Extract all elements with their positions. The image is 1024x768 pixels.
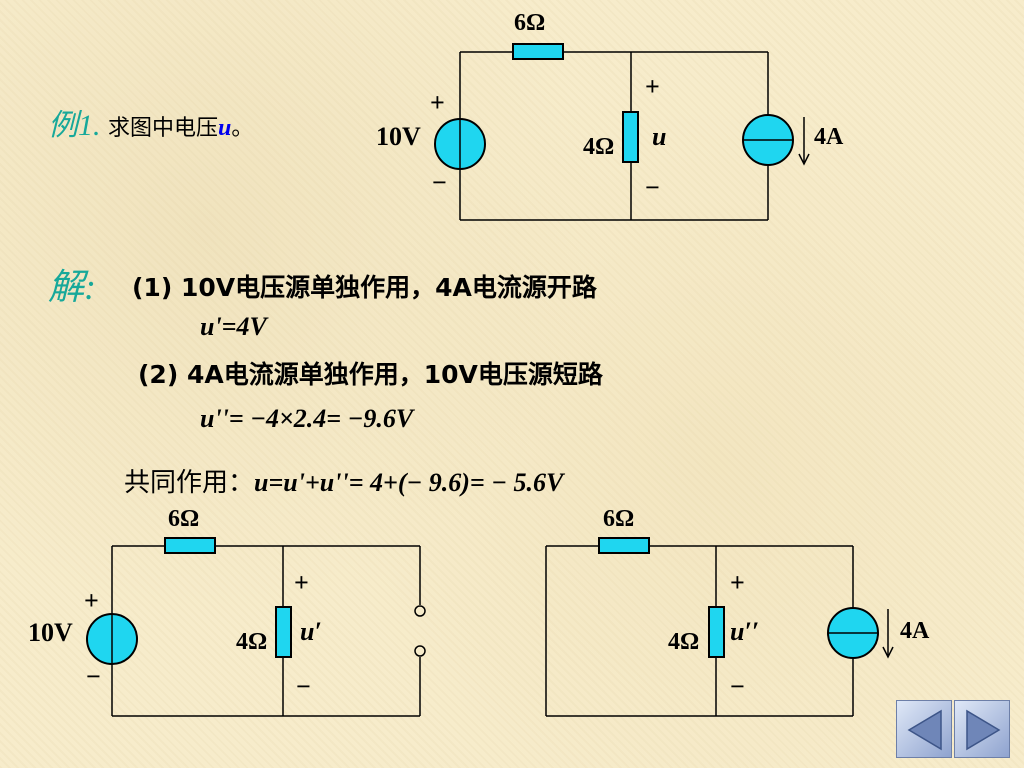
triangle-left-icon (907, 709, 942, 751)
solution-step1-result: u'=4V (200, 312, 267, 341)
label-4a-right: 4A (900, 618, 930, 644)
open-terminal-bottom (414, 645, 426, 657)
triangle-right-icon (966, 709, 1001, 751)
solution-step1: (1) 10V电压源单独作用，4A电流源开路 (132, 273, 597, 302)
open-terminal-top (414, 605, 426, 617)
label-6ohm-right: 6Ω (603, 506, 635, 532)
label-4ohm-left: 4Ω (236, 629, 268, 655)
label-6ohm-main: 6Ω (514, 10, 546, 36)
problem-variable: u (218, 115, 232, 141)
label-u-main: u (652, 122, 667, 151)
voltage-source-main (434, 118, 486, 170)
label-plus-u: + (645, 72, 660, 101)
resistor-6ohm-left (164, 537, 216, 554)
label-4a-main: 4A (814, 124, 844, 150)
label-10v-left: 10V (28, 618, 73, 647)
problem-label: 例1. (48, 109, 101, 142)
next-slide-button[interactable] (954, 700, 1010, 758)
label-10v-main: 10V (376, 122, 421, 151)
label-minus-u: − (645, 173, 660, 202)
combined-equation: u=u'+u''= 4+(− 9.6)= − 5.6V (254, 468, 564, 497)
prev-slide-button[interactable] (896, 700, 952, 758)
resistor-4ohm-left (275, 606, 292, 658)
label-minus-u-right: − (730, 672, 745, 701)
label-plus-vsource-left: + (84, 586, 99, 615)
resistor-4ohm-right (708, 606, 725, 658)
resistor-6ohm-right (598, 537, 650, 554)
label-plus-u-left: + (294, 568, 309, 597)
label-6ohm-left: 6Ω (168, 506, 200, 532)
label-4ohm-main: 4Ω (583, 134, 615, 160)
problem-statement: 例1. 求图中电压u。 (48, 109, 254, 142)
solution-label: 解: (48, 267, 96, 307)
combined-label: 共同作用： (124, 468, 255, 498)
solution-combined: 共同作用：u=u'+u''= 4+(− 9.6)= − 5.6V (124, 462, 563, 499)
solution-step2-result: u''= −4×2.4= −9.6V (200, 404, 414, 433)
label-u-prime: u′ (300, 617, 322, 646)
label-plus-u-right: + (730, 568, 745, 597)
label-4ohm-right: 4Ω (668, 629, 700, 655)
current-source-main (742, 114, 810, 166)
voltage-source-left (86, 613, 138, 665)
label-minus-u-left: − (296, 672, 311, 701)
label-u-double-prime: u′′ (730, 617, 760, 646)
current-source-right (827, 607, 894, 659)
resistor-6ohm-main (512, 43, 564, 60)
label-minus-vsource: − (432, 168, 447, 197)
problem-text: 求图中电压 (108, 116, 219, 141)
label-plus-vsource: + (430, 88, 445, 117)
solution-step2: (2) 4A电流源单独作用，10V电压源短路 (138, 360, 603, 389)
resistor-4ohm-main (622, 111, 639, 163)
label-minus-vsource-left: − (86, 662, 101, 691)
circuit-right (545, 545, 854, 717)
